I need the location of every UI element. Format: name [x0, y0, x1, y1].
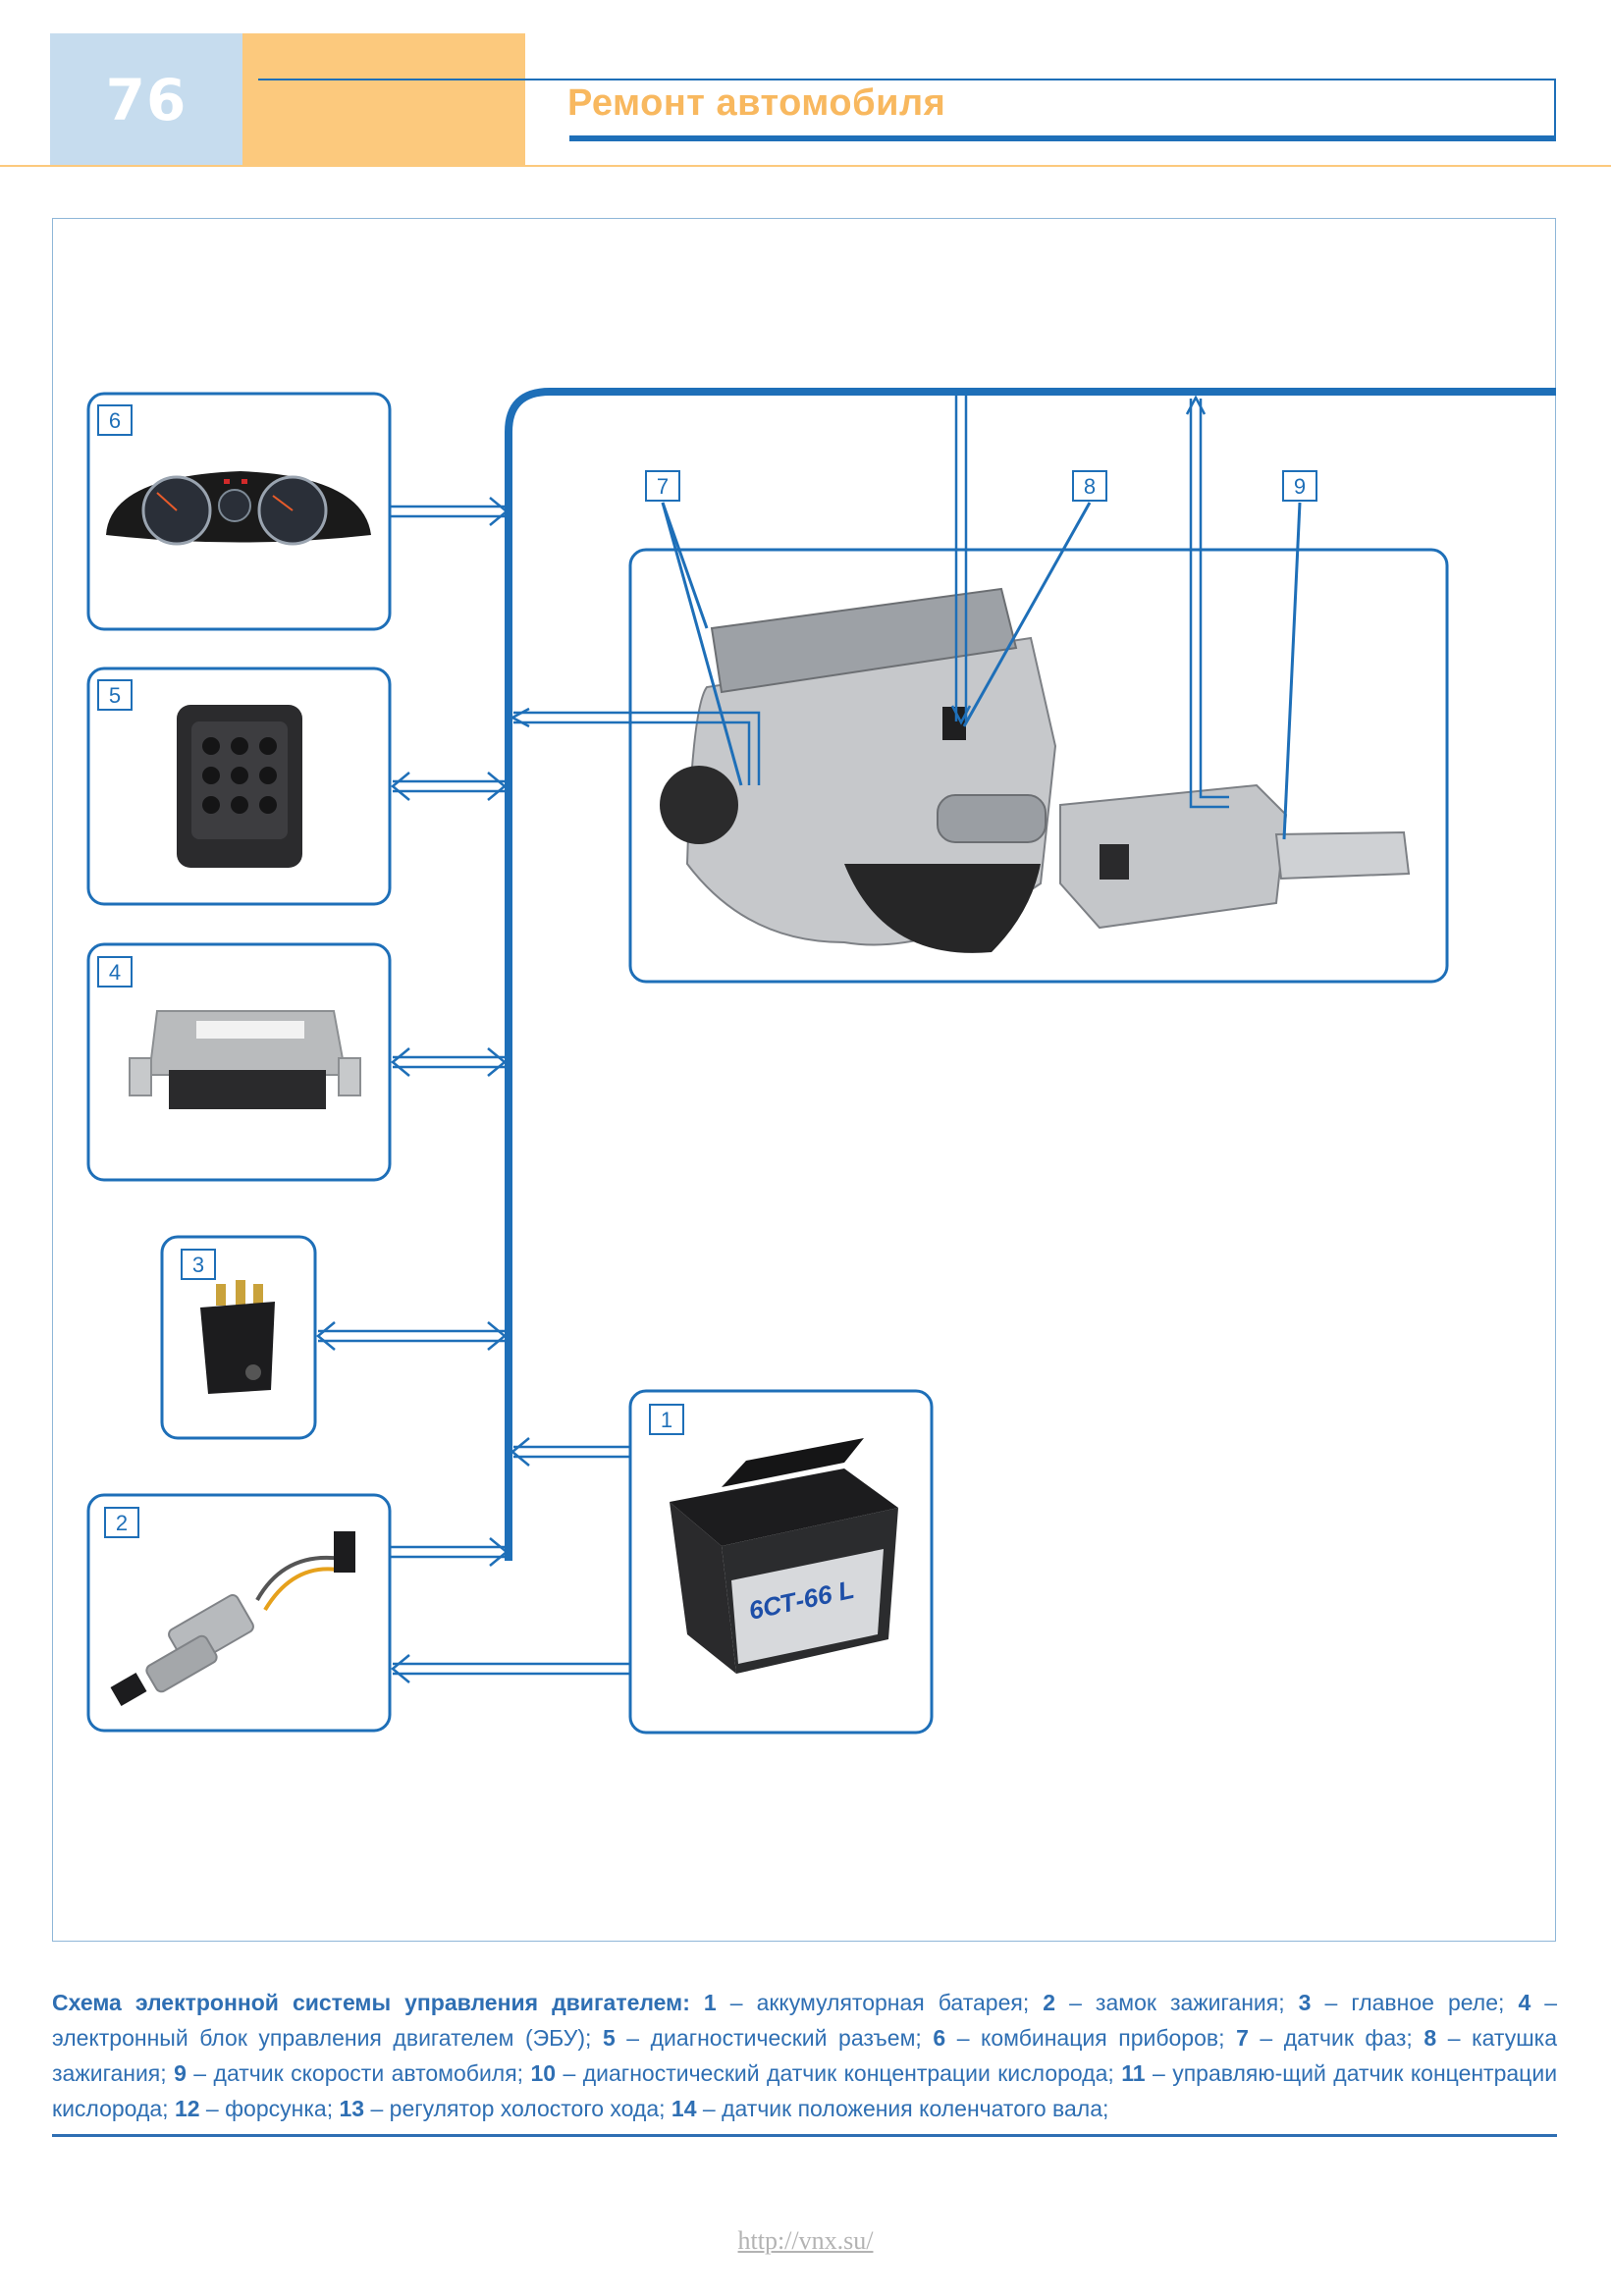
caption-item-text: датчик фаз; — [1283, 2025, 1413, 2051]
caption-item-text: главное реле; — [1351, 1990, 1505, 2015]
caption-item-text: комбинация приборов; — [981, 2025, 1225, 2051]
caption-item-num: 9 — [174, 2060, 187, 2086]
caption-item-num: 11 — [1121, 2060, 1146, 2086]
label-7: 7 — [657, 474, 669, 499]
caption-heading: Схема электронной системы управления дви… — [52, 1990, 690, 2015]
callout-9: 9 — [1282, 470, 1317, 840]
page-title: Ремонт автомобиля — [567, 82, 946, 124]
diagnostic-connector-image — [177, 705, 302, 868]
label-9: 9 — [1294, 474, 1306, 499]
footer-link[interactable]: http://vnx.su/ — [737, 2226, 874, 2255]
caption-item-text: диагностический датчик концентрации кисл… — [582, 2060, 1114, 2086]
component-box-4: 4 — [86, 942, 392, 1182]
caption-item-text: аккумуляторная батарея; — [756, 1990, 1030, 2015]
main-bus-line — [505, 388, 1556, 1561]
label-4: 4 — [109, 960, 121, 985]
arrow-7-to-bus — [510, 707, 761, 785]
arrow-1-to-2 — [391, 1654, 630, 1683]
caption-item-num: 7 — [1236, 2025, 1249, 2051]
figure-frame — [52, 218, 1556, 1942]
caption-item-text: датчик положения коленчатого вала; — [722, 2096, 1109, 2121]
component-box-1: 1 6СТ-66 L — [628, 1389, 934, 1735]
caption-item-num: 2 — [1043, 1990, 1056, 2015]
caption-item-num: 8 — [1423, 2025, 1437, 2051]
figure-caption: Схема электронной системы управления дви… — [52, 1990, 1558, 2121]
caption-item-num: 6 — [933, 2025, 946, 2051]
label-6: 6 — [109, 408, 121, 433]
label-2: 2 — [116, 1511, 128, 1535]
component-box-5: 5 — [86, 667, 392, 906]
instrument-cluster-image — [106, 471, 371, 546]
caption-item-text: регулятор холостого хода; — [389, 2096, 666, 2121]
caption-item-num: 4 — [1518, 1990, 1531, 2015]
arrow-5-bidirectional — [391, 772, 507, 801]
component-box-6: 6 — [86, 392, 392, 631]
caption-item-text: диагностический разъем; — [650, 2025, 922, 2051]
main-relay-image — [200, 1280, 275, 1394]
engine-image — [660, 587, 1411, 953]
caption-item-text: управляю-щий датчик концентрации кислоро… — [52, 2060, 1558, 2121]
arrow-6-to-bus — [390, 497, 509, 526]
component-box-2: 2 — [86, 1493, 392, 1733]
caption-item-text: катушка зажигания; — [52, 2025, 1558, 2086]
label-1: 1 — [661, 1408, 672, 1432]
page-number-block: 76 — [50, 33, 242, 166]
arrow-4-bidirectional — [391, 1047, 507, 1077]
caption-item-num: 3 — [1298, 1990, 1312, 2015]
caption-item-num: 1 — [703, 1990, 717, 2015]
ecu-image — [129, 1010, 361, 1109]
callout-8: 8 — [962, 470, 1107, 727]
label-5: 5 — [109, 683, 121, 708]
caption-item-text: замок зажигания; — [1095, 1990, 1285, 2015]
label-3: 3 — [192, 1253, 204, 1277]
header-title-rules — [258, 79, 1556, 141]
callout-7: 7 — [645, 470, 743, 786]
page-number: 76 — [105, 66, 188, 133]
battery-image: 6СТ-66 L — [670, 1438, 898, 1674]
engine-box — [628, 548, 1449, 984]
component-box-3: 3 — [160, 1235, 317, 1440]
caption-item-text: электронный блок управления двигателем (… — [52, 2025, 592, 2051]
caption-item-text: форсунка; — [225, 2096, 334, 2121]
header-orange-block — [242, 33, 525, 166]
caption-item-num: 14 — [671, 2096, 697, 2121]
ignition-switch-image — [110, 1531, 355, 1707]
caption-item-num: 13 — [339, 2096, 365, 2121]
caption-divider — [52, 2134, 1557, 2137]
arrow-3-bidirectional — [316, 1321, 507, 1351]
label-8: 8 — [1084, 474, 1096, 499]
arrow-9-to-bus — [1185, 395, 1229, 809]
caption-item-num: 12 — [174, 2096, 200, 2121]
caption-item-text: датчик скорости автомобиля; — [213, 2060, 524, 2086]
engine-control-diagram: 6 5 4 — [86, 388, 1556, 1735]
caption-item-num: 5 — [602, 2025, 616, 2051]
arrow-1-to-bus — [510, 1437, 630, 1467]
caption-item-num: 10 — [530, 2060, 557, 2086]
arrow-2-to-bus — [390, 1537, 509, 1567]
header-divider — [0, 165, 1611, 167]
arrow-bus-to-8 — [950, 396, 972, 725]
